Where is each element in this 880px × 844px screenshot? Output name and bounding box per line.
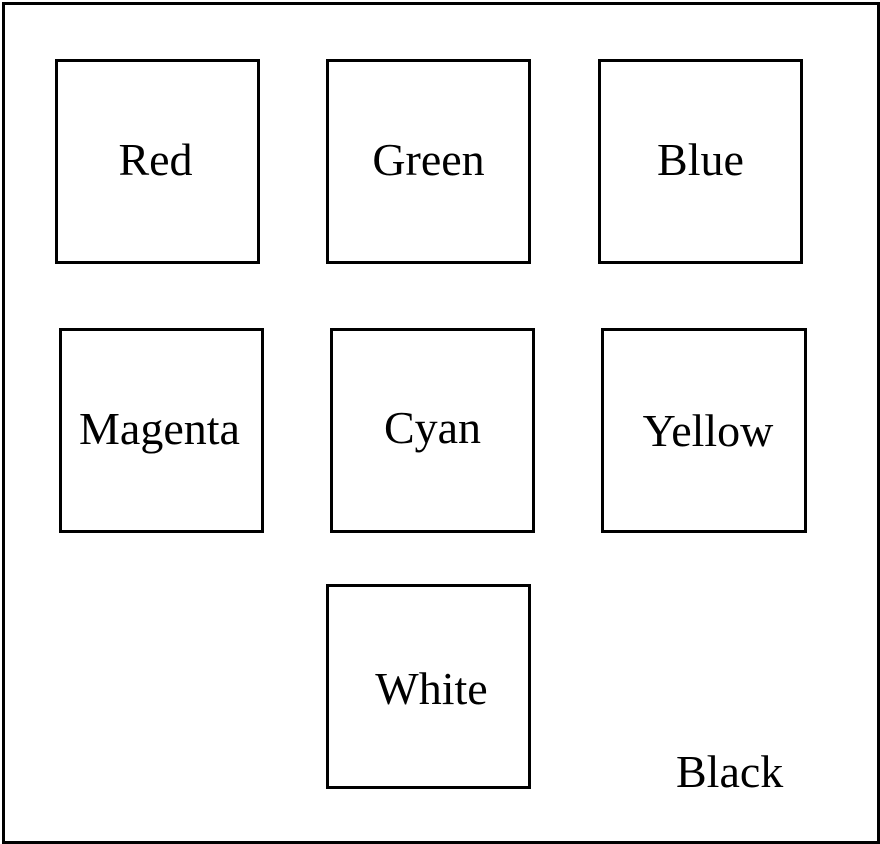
box-white-label: White [375, 662, 488, 714]
box-red-label: Red [118, 133, 193, 185]
box-yellow-label: Yellow [642, 404, 774, 456]
box-green-label: Green [372, 133, 485, 185]
box-yellow: Yellow [601, 328, 807, 533]
box-cyan-label: Cyan [383, 401, 482, 453]
box-white: White [326, 584, 531, 789]
box-green: Green [326, 59, 531, 264]
box-magenta-label: Magenta [79, 402, 240, 454]
background-black-label: Black [676, 746, 784, 797]
box-blue: Blue [598, 59, 803, 264]
box-magenta: Magenta [59, 328, 264, 533]
box-blue-label: Blue [657, 133, 744, 185]
box-red: Red [55, 59, 260, 264]
box-cyan: Cyan [330, 328, 535, 533]
